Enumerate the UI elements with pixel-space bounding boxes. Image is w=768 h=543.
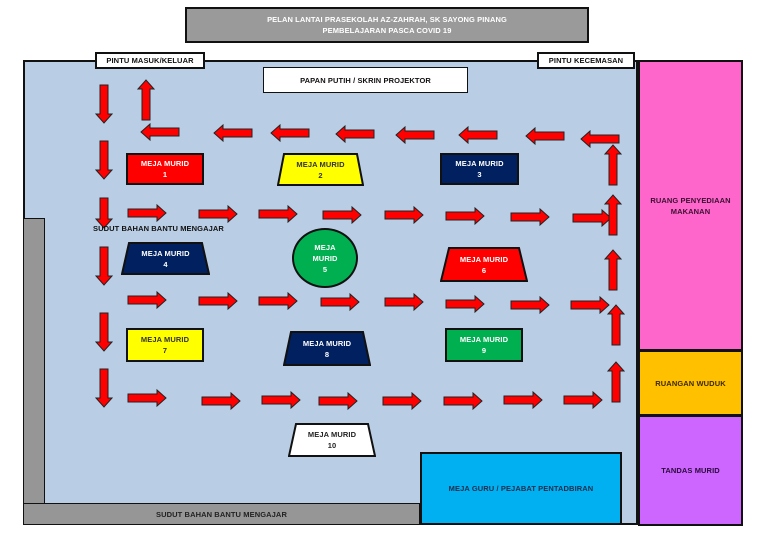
student-desk-2: MEJA MURID 2	[277, 153, 364, 186]
desk-label: MEJA MURID	[307, 430, 357, 439]
left-arrow-icon	[140, 122, 180, 142]
student-desk-3: MEJA MURID 3	[440, 153, 519, 185]
down-arrow-icon	[94, 197, 114, 229]
entrance-door-label: PINTU MASUK/KELUAR	[95, 52, 205, 69]
student-desk-5: MEJA MURID 5	[292, 228, 358, 288]
teacher-desk: MEJA GURU / PEJABAT PENTADBIRAN	[420, 452, 622, 525]
desk-number: 9	[481, 346, 487, 355]
student-toilet: TANDAS MURID	[638, 415, 743, 526]
left-corner-label: SUDUT BAHAN BANTU MENGAJAR	[93, 223, 224, 233]
desk-label: MEJA MURID	[459, 254, 509, 264]
desk-shape	[288, 423, 376, 457]
right-arrow-icon	[320, 292, 360, 312]
student-desk-7: MEJA MURID 7	[126, 328, 204, 362]
ablution-room: RUANGAN WUDUK	[638, 350, 743, 416]
student-desk-8: MEJA MURID 8	[283, 331, 371, 366]
right-arrow-icon	[198, 291, 238, 311]
ablution-room-label: RUANGAN WUDUK	[655, 378, 726, 388]
desk-shape	[121, 242, 210, 275]
right-arrow-icon	[570, 295, 610, 315]
desk-shape	[440, 247, 528, 282]
right-arrow-icon	[572, 208, 612, 228]
student-desk-4: MEJA MURID 4	[121, 242, 210, 275]
right-arrow-icon	[318, 391, 358, 411]
down-arrow-icon	[94, 368, 114, 408]
right-arrow-icon	[127, 290, 167, 310]
student-desk-6: MEJA MURID 6	[440, 247, 528, 282]
right-arrow-icon	[503, 390, 543, 410]
desk-number: 3	[477, 170, 482, 179]
bottom-teaching-aid-corner: SUDUT BAHAN BANTU MENGAJAR	[23, 503, 420, 525]
left-arrow-icon	[395, 125, 435, 145]
desk-number: 7	[162, 346, 168, 355]
down-arrow-icon	[94, 312, 114, 352]
desk-shape	[283, 331, 371, 366]
student-toilet-label: TANDAS MURID	[661, 466, 720, 475]
plan-title-line1: PELAN LANTAI PRASEKOLAH AZ-ZAHRAH, SK SA…	[267, 15, 507, 24]
right-arrow-icon	[201, 391, 241, 411]
desk-label-2: MURID	[312, 253, 338, 263]
desk-number: 2	[318, 170, 323, 180]
desk-number: 10	[327, 441, 337, 450]
left-arrow-icon	[270, 123, 310, 143]
right-arrow-icon	[563, 390, 603, 410]
desk-label: MEJA MURID	[459, 335, 509, 344]
right-arrow-icon	[127, 388, 167, 408]
student-desk-9: MEJA MURID 9	[445, 328, 523, 362]
bottom-corner-label: SUDUT BAHAN BANTU MENGAJAR	[156, 509, 287, 519]
right-arrow-icon	[443, 391, 483, 411]
whiteboard: PAPAN PUTIH / SKRIN PROJEKTOR	[263, 67, 468, 93]
emergency-door-label: PINTU KECEMASAN	[537, 52, 635, 69]
desk-label: MEJA MURID	[140, 159, 190, 168]
down-arrow-icon	[94, 246, 114, 286]
left-arrow-icon	[213, 123, 253, 143]
right-arrow-icon	[384, 205, 424, 225]
food-prep-room: RUANG PENYEDIAAN MAKANAN	[638, 60, 743, 351]
desk-label: MEJA MURID	[302, 338, 352, 348]
desk-label: MEJA MURID	[141, 248, 190, 258]
down-arrow-icon	[94, 84, 114, 124]
right-arrow-icon	[510, 295, 550, 315]
food-prep-label-1: RUANG PENYEDIAAN	[650, 195, 731, 205]
desk-number: 8	[324, 349, 330, 359]
right-arrow-icon	[258, 204, 298, 224]
up-arrow-icon	[603, 144, 623, 186]
right-arrow-icon	[258, 291, 298, 311]
right-arrow-icon	[198, 204, 238, 224]
left-arrow-icon	[335, 124, 375, 144]
up-arrow-icon	[603, 194, 623, 236]
right-arrow-icon	[445, 294, 485, 314]
desk-number: 4	[163, 259, 168, 269]
right-arrow-icon	[510, 207, 550, 227]
up-arrow-icon	[606, 304, 626, 346]
desk-number: 5	[322, 264, 328, 274]
plan-title-line2: PEMBELAJARAN PASCA COVID 19	[322, 26, 452, 35]
exit-arrow-icon	[136, 79, 156, 121]
right-arrow-icon	[382, 391, 422, 411]
desk-shape	[277, 153, 364, 186]
down-arrow-icon	[94, 140, 114, 180]
food-prep-label-2: MAKANAN	[670, 206, 711, 216]
student-desk-1: MEJA MURID 1	[126, 153, 204, 185]
up-arrow-icon	[603, 249, 623, 291]
right-arrow-icon	[384, 292, 424, 312]
left-arrow-icon	[525, 126, 565, 146]
up-arrow-icon	[606, 361, 626, 403]
plan-title-box: PELAN LANTAI PRASEKOLAH AZ-ZAHRAH, SK SA…	[185, 7, 589, 43]
left-arrow-icon	[580, 129, 620, 149]
student-desk-10: MEJA MURID 10	[288, 423, 376, 457]
desk-number: 1	[162, 170, 168, 179]
desk-label: MEJA	[314, 242, 336, 252]
desk-number: 6	[481, 265, 487, 275]
desk-label: MEJA MURID	[455, 159, 504, 168]
right-arrow-icon	[322, 205, 362, 225]
left-arrow-icon	[458, 125, 498, 145]
right-arrow-icon	[127, 203, 167, 223]
desk-label: MEJA MURID	[140, 335, 190, 344]
right-arrow-icon	[445, 206, 485, 226]
right-arrow-icon	[261, 390, 301, 410]
desk-label: MEJA MURID	[296, 159, 345, 169]
